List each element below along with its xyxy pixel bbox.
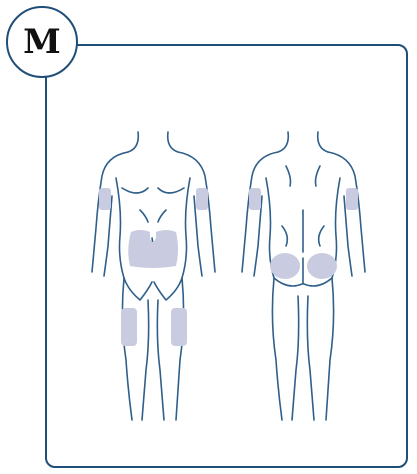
back-right-buttock-site — [307, 253, 337, 279]
front-left-thigh-site — [121, 308, 137, 346]
back-left-arm-site — [249, 188, 261, 210]
front-figure — [92, 132, 215, 420]
back-left-buttock-site — [270, 253, 300, 279]
front-right-thigh-site — [171, 308, 187, 346]
back-figure — [242, 132, 365, 420]
front-right-arm-site — [196, 188, 208, 210]
back-right-arm-site — [346, 188, 358, 210]
front-left-arm-site — [99, 188, 111, 210]
front-injection-sites — [99, 188, 208, 346]
front-abdomen-site — [128, 230, 178, 268]
